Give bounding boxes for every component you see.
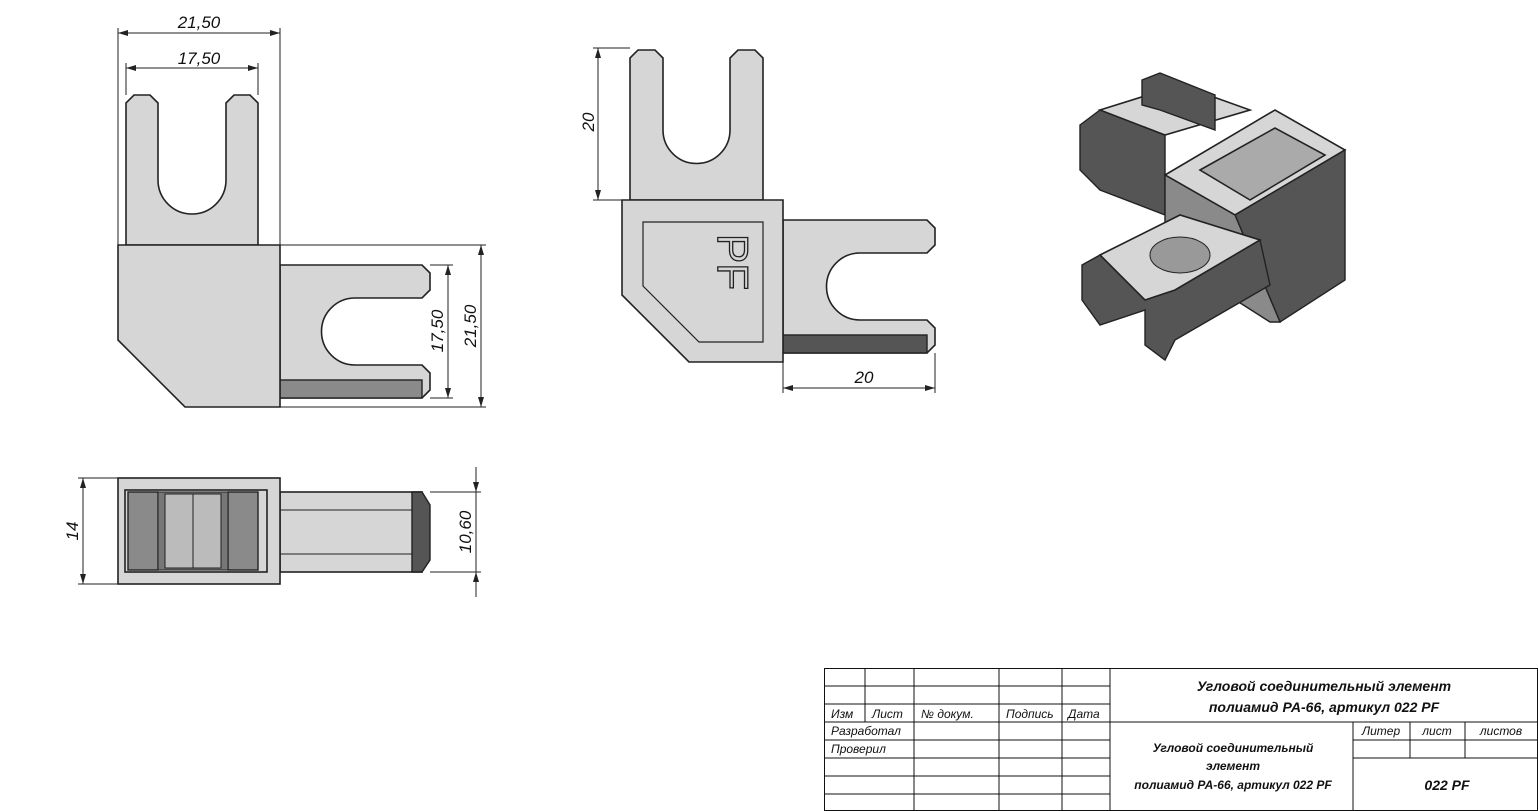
front-view-dimensions: 21,50 17,50 17,50 21,50 — [117, 13, 486, 408]
dim-bottom-bar-height: 10,60 — [456, 510, 475, 553]
dim-side-fork-height: 20 — [579, 112, 598, 132]
bottom-view-dimensions: 14 10,60 — [63, 467, 481, 597]
header-date: Дата — [1066, 707, 1100, 721]
header-izm: Изм — [831, 707, 853, 721]
front-view — [117, 94, 431, 408]
title-line1: Угловой соединительный элемент — [1197, 678, 1451, 694]
dim-bottom-height: 14 — [63, 522, 82, 541]
dim-front-side-inner: 17,50 — [428, 309, 447, 352]
checked-label: Проверил — [831, 742, 886, 756]
dim-front-width-outer: 21,50 — [177, 13, 221, 32]
bottom-view — [117, 477, 431, 585]
name-line2: элемент — [1206, 759, 1260, 773]
sheet-label: лист — [1421, 724, 1451, 738]
designation: 022 PF — [1424, 777, 1470, 793]
part-marking-pf: PF — [708, 234, 757, 290]
side-view: PF — [621, 49, 936, 363]
dim-side-fork-length: 20 — [854, 368, 874, 387]
header-list: Лист — [871, 707, 903, 721]
header-signature: Подпись — [1006, 707, 1054, 721]
title-block: Изм Лист № докум. Подпись Дата Разработа… — [824, 668, 1538, 811]
title-line2: полиамид РА-66, артикул 022 PF — [1209, 699, 1440, 715]
liter-label: Литер — [1361, 724, 1401, 738]
sheets-label: листов — [1479, 724, 1522, 738]
dim-front-side-outer: 21,50 — [461, 304, 480, 348]
name-line1: Угловой соединительный — [1153, 741, 1314, 755]
header-doc-no: № докум. — [921, 707, 974, 721]
isometric-view — [1079, 72, 1347, 362]
developed-label: Разработал — [831, 724, 901, 738]
name-line3: полиамид РА-66, артикул 022 PF — [1134, 778, 1332, 792]
side-view-dimensions: 20 20 — [579, 47, 936, 393]
dim-front-width-inner: 17,50 — [178, 49, 221, 68]
